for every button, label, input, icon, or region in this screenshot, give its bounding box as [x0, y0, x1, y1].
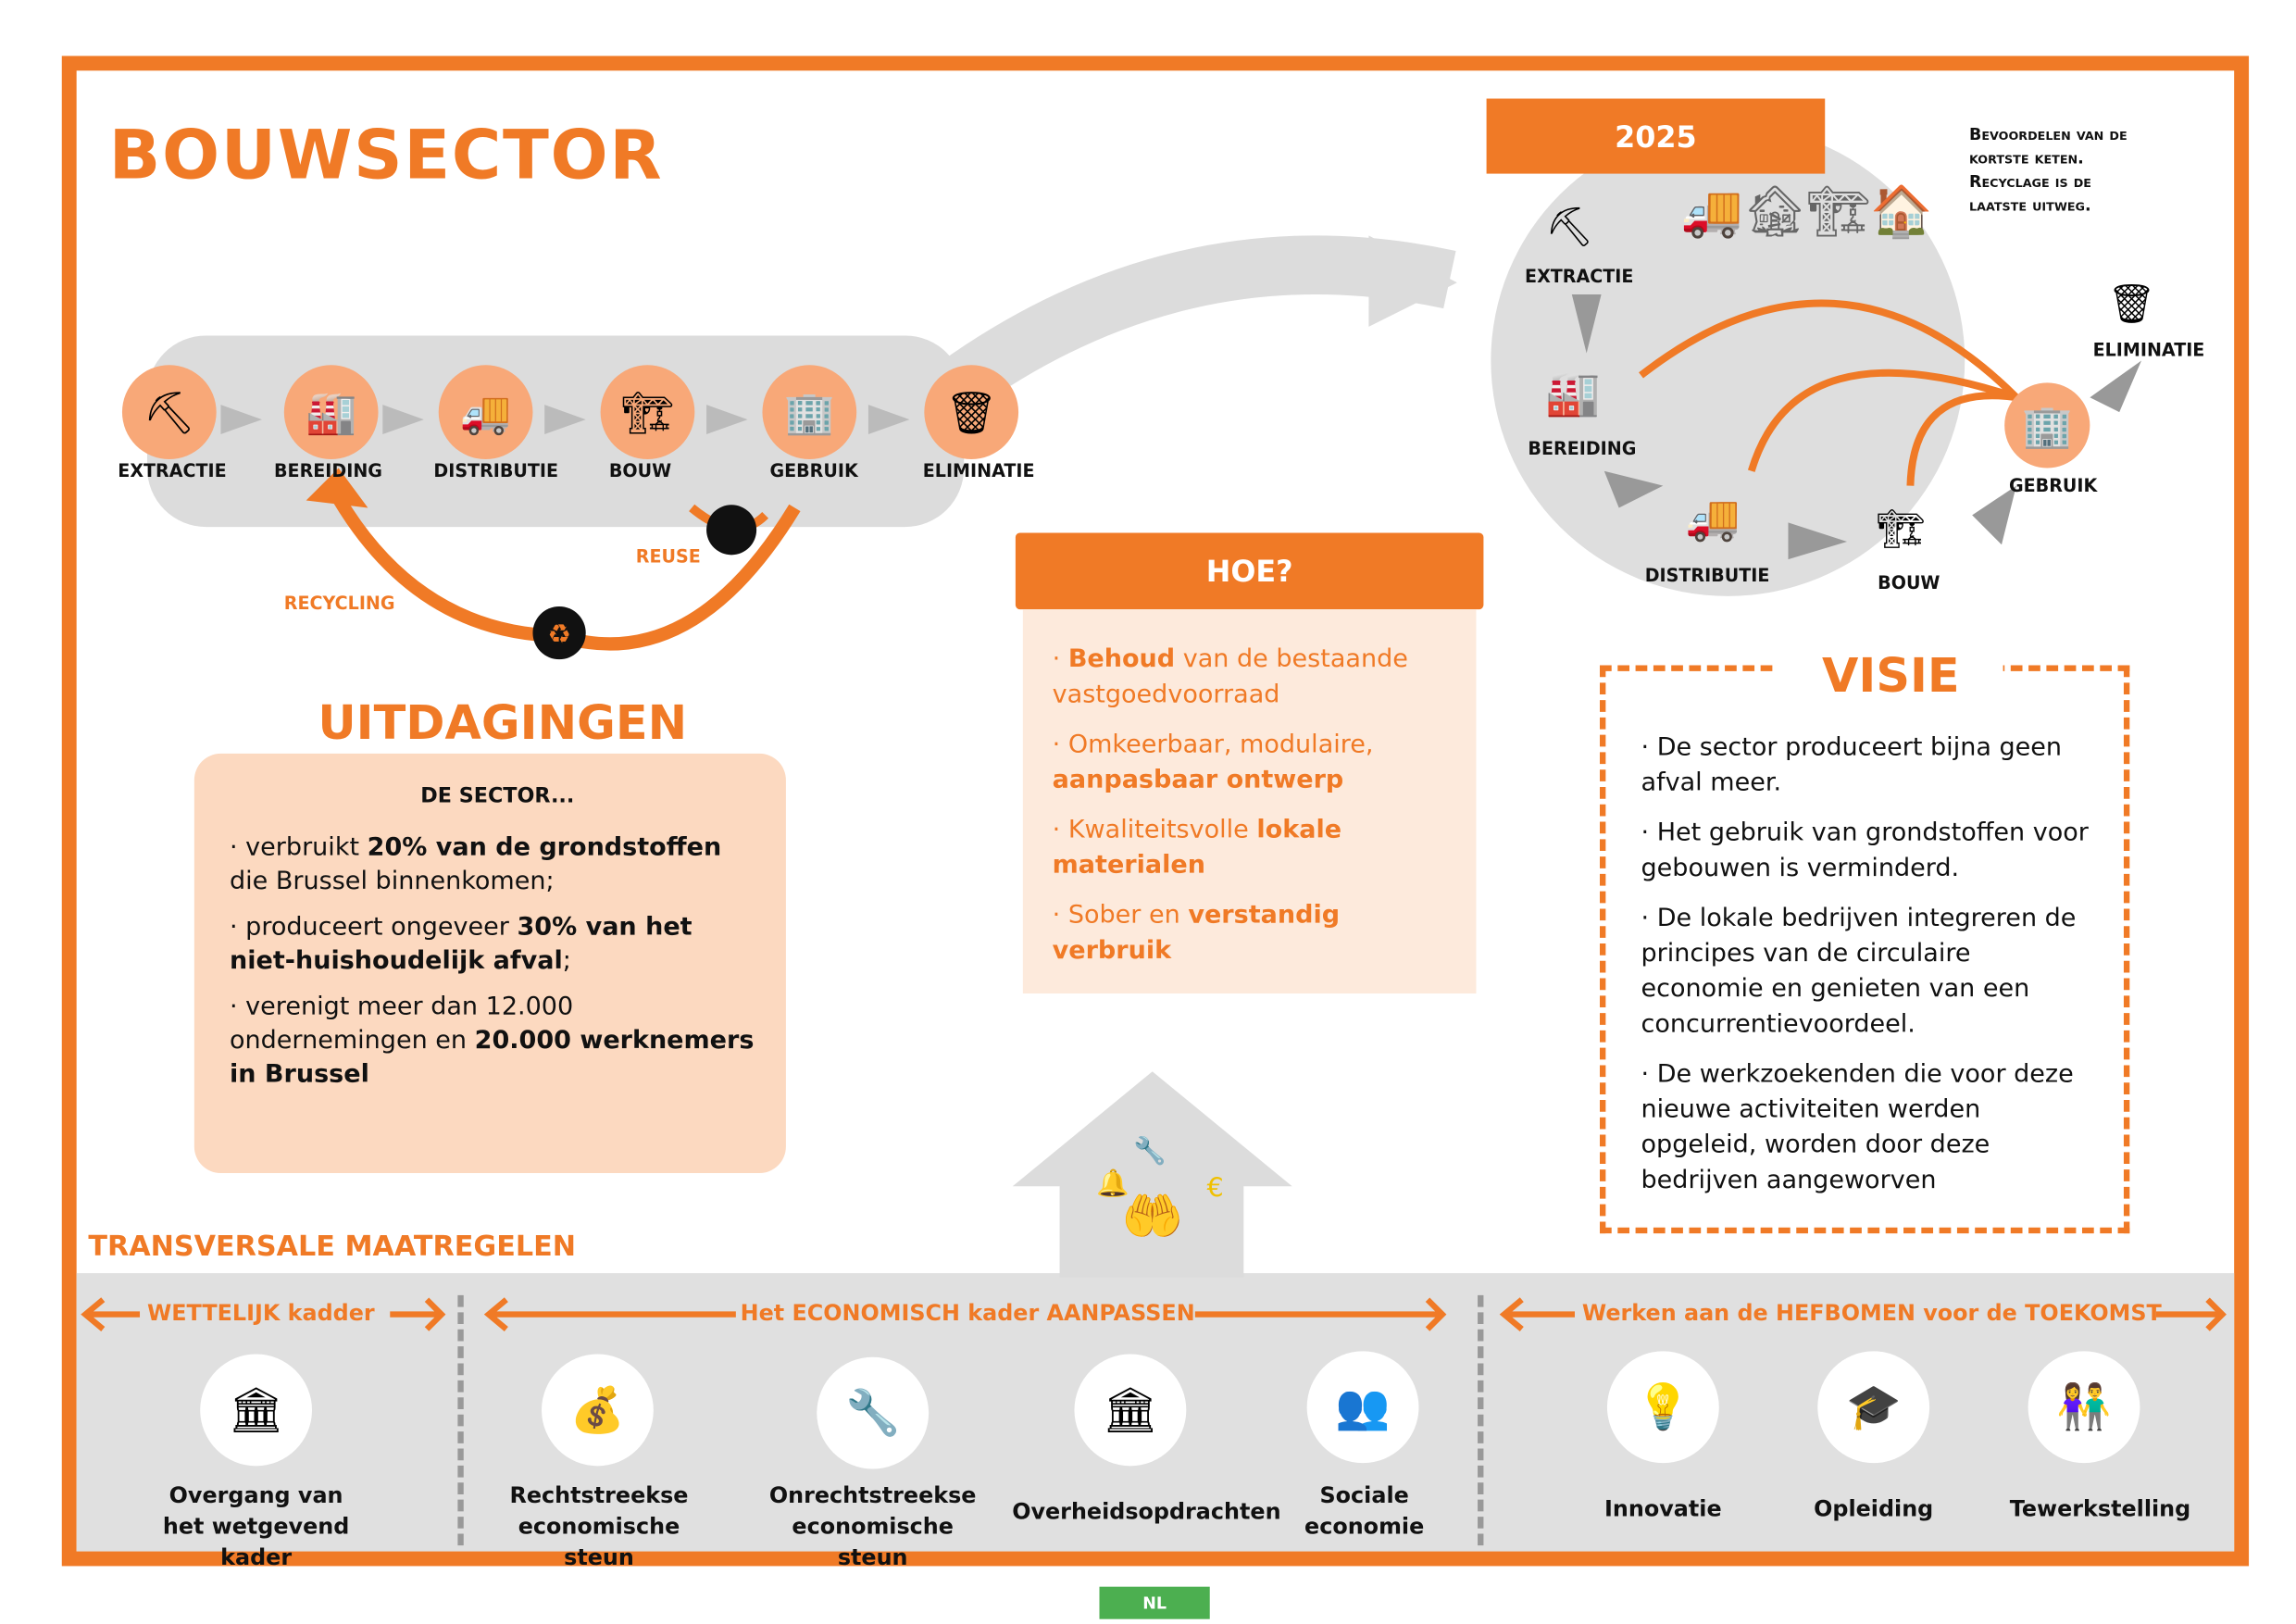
recycle-icon — [532, 606, 586, 660]
stage-label: DISTRIBUTIE — [1644, 565, 1770, 586]
extractie-icon: ⛏ — [1545, 206, 1594, 251]
stage-label: BOUW — [1878, 572, 1940, 593]
language-badge[interactable]: NL — [1099, 1586, 1210, 1619]
divider — [457, 1294, 464, 1546]
big-arrow-head — [1368, 235, 1457, 327]
future-note: Bevoordelen van de kortste keten. Recycl… — [1969, 125, 2128, 216]
factory-icon: 🏭 — [1545, 368, 1601, 420]
list-item: · De werkzoekenden die voor deze nieuwe … — [1641, 1059, 2074, 1195]
measure-label: Onrechtstreekse economische steun — [768, 1481, 977, 1571]
visie-title: VISIE — [1778, 647, 2004, 704]
legislation-icon: 🏛 — [200, 1354, 313, 1467]
list-item: · De lokale bedrijven integreren de prin… — [1641, 904, 2077, 1040]
stage-label: ELIMINATIE — [2092, 340, 2205, 361]
box-icon — [706, 505, 757, 556]
buildings-icon: 🏢 — [762, 365, 857, 459]
svg-text:🔧: 🔧 — [1133, 1135, 1167, 1167]
list-item: · Omkeerbaar, modulaire, aanpasbaar ontw… — [1052, 730, 1374, 795]
recycling-label: RECYCLING — [283, 593, 395, 614]
house-icon: 🤲 🔔🔧 € — [1012, 1071, 1292, 1278]
future-cycle-bg — [1491, 125, 1965, 596]
extractie-icon: ⛏ — [121, 365, 217, 459]
social-economy-icon: 👥 — [1306, 1351, 1419, 1464]
measure-label: Overgang van het wetgevend kader — [162, 1481, 350, 1571]
list-item: · Sober en verstandig verbruik — [1052, 900, 1341, 966]
year-badge: 2025 — [1486, 98, 1826, 174]
intro: DE SECTOR... — [420, 784, 575, 808]
trash-icon: 🗑 — [2107, 282, 2156, 327]
reuse-label: REUSE — [635, 545, 701, 568]
measure-label: Innovatie — [1604, 1495, 1722, 1522]
page-frame — [61, 56, 2250, 1567]
return-arc — [1639, 299, 2019, 401]
svg-text:€: € — [1207, 1171, 1224, 1203]
stage-label: DISTRIBUTIE — [433, 460, 559, 481]
hoe-box: · Behoud van de bestaande vastgoedvoorra… — [1022, 609, 1477, 994]
measure-label: Overheidsopdrachten — [1012, 1498, 1281, 1525]
construction-scene-icon: 🚚🏚🏗🏠 — [1680, 182, 1933, 242]
factory-icon: 🏭 — [283, 365, 379, 459]
stage-label: GEBRUIK — [769, 460, 858, 481]
transversal-title: TRANSVERSALE MAATREGELEN — [88, 1230, 576, 1263]
measure-label: Tewerkstelling — [2009, 1495, 2191, 1522]
employment-icon: 👫 — [2028, 1351, 2140, 1464]
stage-label: GEBRUIK — [2008, 475, 2098, 496]
svg-text:🤲: 🤲 — [1121, 1187, 1183, 1245]
group-label: Het ECONOMISCH kader AANPASSEN — [740, 1299, 1195, 1327]
measure-label: Rechtstreekse economische steun — [509, 1481, 689, 1571]
visie-box: · De sector produceert bijna geen afval … — [1600, 665, 2130, 1234]
return-arc — [1906, 392, 2017, 486]
truck-icon: 🚚 — [438, 365, 533, 459]
list-item: · verbruikt 20% van de grondstoffen die … — [229, 832, 722, 897]
cycle-arrows — [1571, 294, 2142, 560]
stage-label: ELIMINATIE — [922, 460, 1035, 481]
group-label: WETTELIJK kadder — [146, 1299, 375, 1327]
list-item: · De sector produceert bijna geen afval … — [1641, 732, 2063, 798]
stage-label: EXTRACTIE — [1525, 266, 1634, 287]
recycling-arrow-head — [306, 468, 368, 508]
page-title: BOUWSECTOR — [108, 114, 664, 194]
trash-icon: 🗑 — [924, 365, 1019, 459]
stage-label: EXTRACTIE — [118, 460, 227, 481]
group-arrows — [81, 1297, 2227, 1331]
stage-label: BEREIDING — [1528, 438, 1637, 459]
truck-icon: 🚚 — [1685, 493, 1741, 545]
svg-text:🔔: 🔔 — [1096, 1168, 1129, 1199]
stage-label: BOUW — [608, 460, 672, 481]
measure-label: Sociale economie — [1304, 1481, 1425, 1540]
list-item: · verenigt meer dan 12.000 ondernemingen… — [229, 992, 755, 1090]
divider — [1478, 1294, 1484, 1546]
list-item: · Het gebruik van grondstoffen voor gebo… — [1641, 818, 2089, 883]
uitdagingen-box: DE SECTOR... · verbruikt 20% van de gron… — [193, 753, 786, 1173]
group-label: Werken aan de HEFBOMEN voor de TOEKOMST — [1581, 1299, 2162, 1327]
construction-icon: 🏗 — [600, 365, 695, 459]
measure-label: Opleiding — [1814, 1495, 1934, 1522]
indirect-support-icon: 🔧 — [817, 1356, 930, 1469]
recycle-glyph: ♻ — [547, 618, 571, 650]
list-item: · Kwaliteitsvolle lokale materialen — [1052, 815, 1342, 881]
buildings-icon: 🏢 — [2004, 382, 2090, 468]
education-icon: 🎓 — [1817, 1351, 1930, 1464]
direct-support-icon: 💰 — [542, 1354, 654, 1467]
list-item: · Behoud van de bestaande vastgoedvoorra… — [1052, 644, 1408, 710]
public-procurement-icon: 🏛 — [1074, 1354, 1187, 1467]
hoe-header: HOE? — [1015, 532, 1484, 610]
construction-icon: 🏗 — [1876, 507, 1926, 553]
list-item: · produceert ongeveer 30% van het niet-h… — [229, 912, 693, 976]
stage-label: BEREIDING — [274, 460, 382, 481]
chain-arrows — [220, 405, 910, 434]
innovation-icon: 💡 — [1606, 1351, 1719, 1464]
uitdagingen-title: UITDAGINGEN — [318, 694, 688, 751]
return-arc — [1747, 369, 2018, 472]
